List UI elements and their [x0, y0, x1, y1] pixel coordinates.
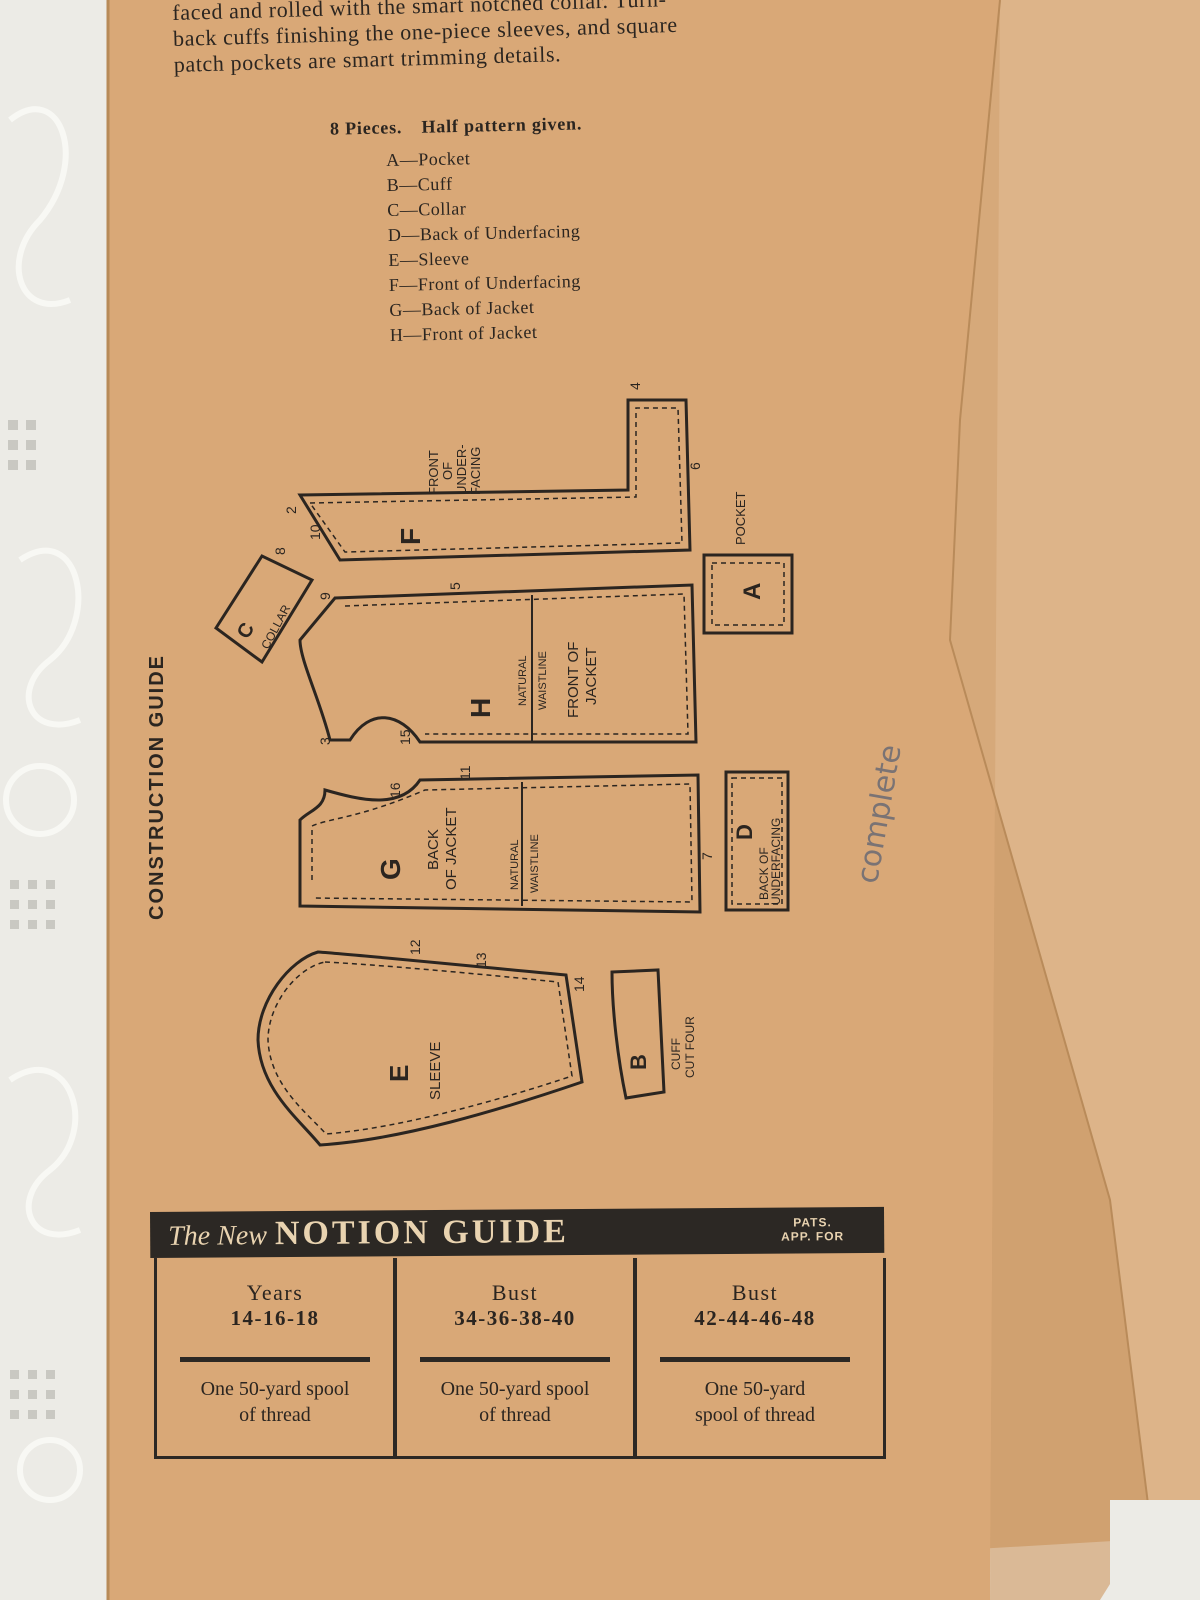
- notch-number: 3: [317, 737, 333, 745]
- label-back-jacket-1: BACK: [425, 829, 442, 870]
- notch-number: 6: [687, 462, 703, 470]
- label-front-jacket-1: FRONT OF: [565, 642, 582, 718]
- label-back-jacket-2: OF JACKET: [443, 807, 460, 890]
- notch-number: 10: [307, 524, 323, 540]
- label-cuff-cut: CUT FOUR: [683, 1016, 697, 1078]
- pieces-note: Half pattern given.: [421, 113, 583, 137]
- notion-guide-body: Years 14-16-18 One 50-yard spool of thre…: [154, 1258, 886, 1459]
- piece-back-underfacing: D BACK OF UNDERFACING: [724, 770, 790, 912]
- patent-note: PATS. APP. FOR: [781, 1215, 844, 1243]
- piece-sleeve: E SLEEVE: [256, 950, 584, 1147]
- column-divider: [633, 1258, 637, 1456]
- column-sizes: 14-16-18: [230, 1306, 320, 1330]
- notion-column: Years 14-16-18 One 50-yard spool of thre…: [157, 1258, 393, 1456]
- column-sizes: 34-36-38-40: [454, 1306, 576, 1330]
- piece-item: H—Front of Jacket: [389, 321, 538, 345]
- divider: [660, 1357, 850, 1362]
- pattern-layout-diagram: F FRONT OF UNDER- FACING C COLLAR A POCK…: [213, 382, 794, 1147]
- piece-list: A—Pocket B—Cuff C—Collar D—Back of Under…: [386, 144, 583, 348]
- pieces-count: 8 Pieces.: [329, 117, 403, 139]
- column-text: of thread: [239, 1404, 311, 1426]
- notion-column: Bust 34-36-38-40 One 50-yard spool of th…: [397, 1258, 633, 1456]
- patent-note-line: APP. FOR: [781, 1229, 845, 1244]
- label-front-underfacing-2: OF: [440, 462, 455, 480]
- letter-c: C: [233, 619, 259, 642]
- column-sizes: 42-44-46-48: [694, 1306, 816, 1330]
- label-front-underfacing-4: FACING: [468, 447, 483, 495]
- column-heading: Years: [246, 1280, 304, 1305]
- letter-f: F: [395, 528, 426, 545]
- letter-d: D: [732, 824, 757, 840]
- notch-number: 7: [699, 852, 715, 860]
- piece-collar: C COLLAR: [213, 554, 315, 665]
- column-heading: Bust: [731, 1280, 779, 1305]
- patent-note-line: PATS.: [793, 1215, 832, 1230]
- piece-back-jacket: G BACK OF JACKET NATURAL WAISTLINE: [298, 773, 702, 914]
- column-text: One 50-yard spool: [200, 1378, 350, 1400]
- notch-number: 2: [283, 506, 299, 514]
- label-sleeve: SLEEVE: [427, 1042, 444, 1100]
- column-divider: [393, 1258, 397, 1456]
- piece-front-jacket: H FRONT OF JACKET NATURAL WAISTLINE: [298, 583, 698, 744]
- notion-guide-title-main: NOTION GUIDE: [274, 1213, 569, 1253]
- letter-g: G: [375, 858, 406, 880]
- construction-guide-title: CONSTRUCTION GUIDE: [146, 654, 168, 920]
- notch-number: 11: [457, 765, 473, 780]
- notch-number: 5: [447, 582, 463, 590]
- divider: [420, 1357, 610, 1362]
- notch-number: 14: [571, 976, 587, 992]
- piece-item: F—Front of Underfacing: [388, 270, 582, 295]
- notch-number: 8: [272, 547, 288, 555]
- letter-e: E: [384, 1065, 414, 1082]
- label-front-jacket-2: JACKET: [583, 647, 600, 705]
- notch-number: 12: [407, 939, 423, 955]
- label-front-underfacing-3: UNDER-: [454, 444, 469, 495]
- label-cuff: CUFF: [669, 1038, 683, 1070]
- notch-number: 9: [317, 592, 333, 600]
- column-heading: Bust: [491, 1280, 539, 1305]
- piece-pocket: A POCKET: [702, 491, 794, 635]
- column-text: spool of thread: [695, 1404, 815, 1426]
- label-front-waist-1: NATURAL: [517, 655, 529, 706]
- notion-column: Bust 42-44-46-48 One 50-yard spool of th…: [637, 1258, 873, 1456]
- divider: [180, 1357, 370, 1362]
- column-text: of thread: [479, 1404, 551, 1426]
- label-back-waist-1: NATURAL: [509, 839, 521, 890]
- label-back-underfacing-2: UNDERFACING: [769, 818, 783, 905]
- letter-a: A: [739, 583, 766, 600]
- notch-number: 13: [473, 952, 489, 968]
- notch-number: 4: [627, 382, 643, 390]
- label-collar: COLLAR: [258, 602, 293, 651]
- label-back-underfacing-1: BACK OF: [757, 847, 771, 900]
- letter-h: H: [465, 698, 496, 718]
- notch-number: 15: [397, 729, 413, 745]
- notch-numbers: 2 4 5 6 8 9 10 11 12 13 14 15 16 3 7: [272, 382, 715, 992]
- notion-guide-title-prefix: The New: [168, 1220, 268, 1252]
- piece-front-underfacing: F FRONT OF UNDER- FACING: [297, 398, 692, 562]
- letter-b: B: [626, 1054, 651, 1070]
- label-front-underfacing-1: FRONT: [426, 450, 441, 495]
- notch-number: 16: [387, 782, 403, 798]
- piece-cuff: B CUFF CUT FOUR: [610, 968, 697, 1100]
- column-text: One 50-yard spool: [440, 1378, 590, 1400]
- label-back-waist-2: WAISTLINE: [529, 834, 541, 893]
- piece-item: D—Back of Underfacing: [387, 220, 581, 245]
- label-pocket: POCKET: [733, 491, 748, 545]
- column-text: One 50-yard: [704, 1378, 806, 1400]
- label-front-waist-2: WAISTLINE: [537, 651, 549, 710]
